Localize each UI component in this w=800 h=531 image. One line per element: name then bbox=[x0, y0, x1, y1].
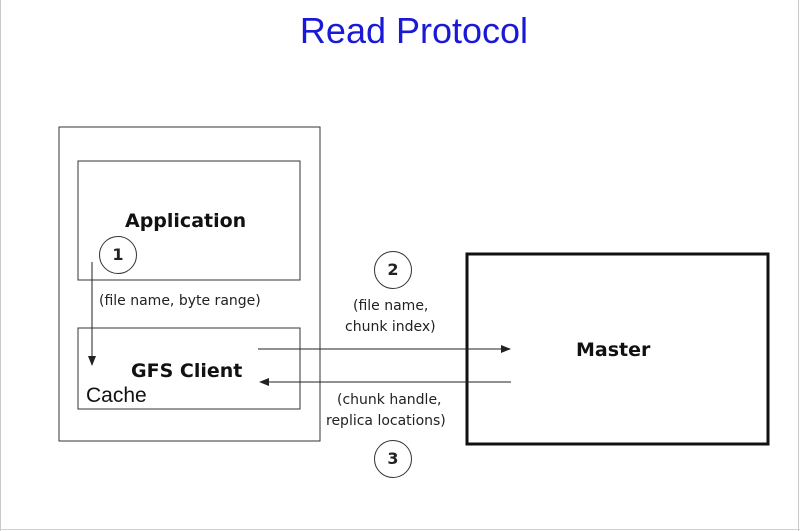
step2-number-circle: 2 bbox=[374, 251, 412, 289]
slide-title: Read Protocol bbox=[299, 10, 529, 51]
slide-border-bottom bbox=[0, 529, 800, 530]
gfs-client-box bbox=[77, 327, 301, 410]
step3-label-line2: replica locations) bbox=[326, 413, 446, 429]
slide-border-left bbox=[0, 0, 1, 531]
step3-number-circle: 3 bbox=[374, 440, 412, 478]
cache-label: Cache bbox=[86, 384, 147, 407]
step2-label-line2: chunk index) bbox=[345, 319, 436, 335]
step1-number-circle: 1 bbox=[99, 236, 137, 274]
step3-label-line1: (chunk handle, bbox=[337, 392, 442, 408]
master-label: Master bbox=[576, 339, 651, 361]
client-host-box bbox=[58, 126, 321, 442]
step2-label-line1: (file name, bbox=[353, 298, 429, 314]
step1-label: (file name, byte range) bbox=[99, 293, 261, 309]
slide-border-right bbox=[798, 0, 799, 531]
application-box bbox=[77, 160, 301, 281]
gfs-client-label: GFS Client bbox=[131, 360, 243, 382]
application-label: Application bbox=[125, 210, 247, 232]
